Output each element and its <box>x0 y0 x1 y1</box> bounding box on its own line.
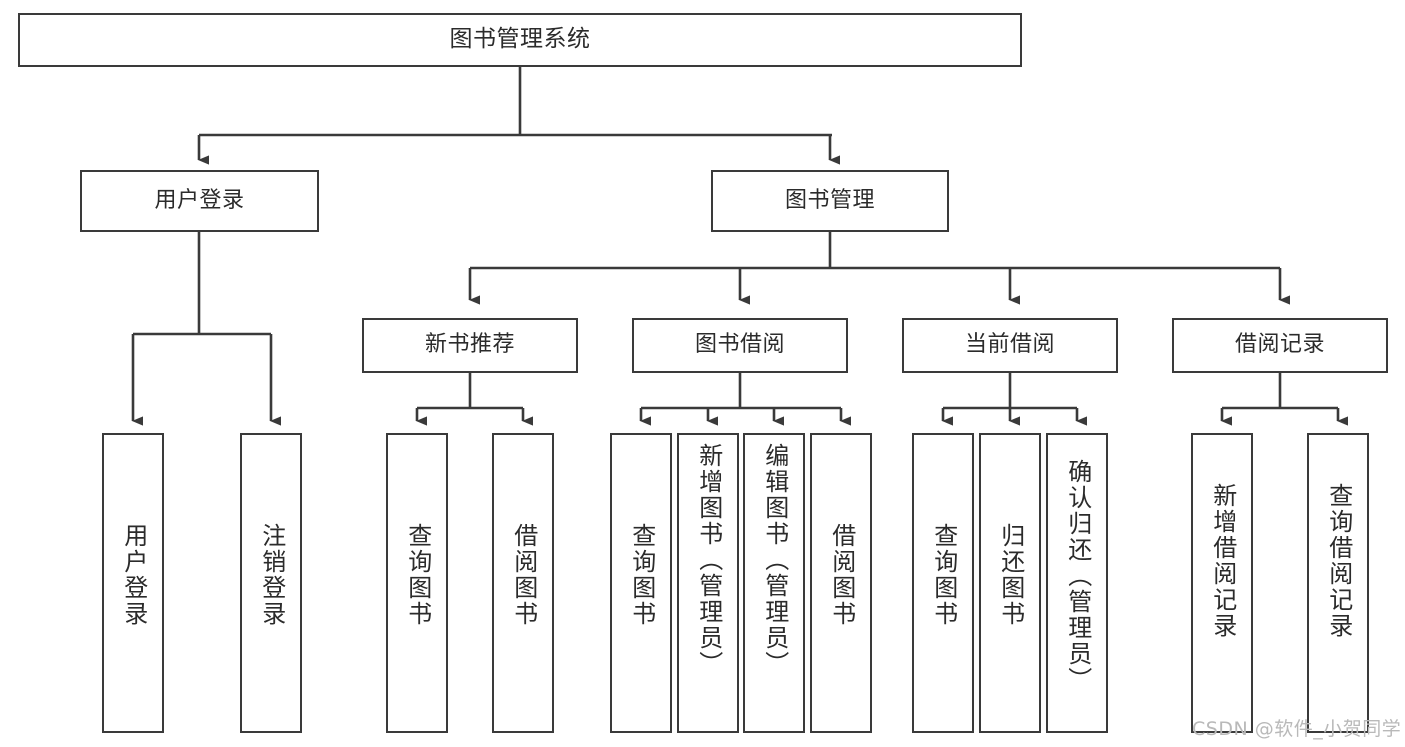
node-label: 用户登录 <box>119 523 148 627</box>
node-label: 新增图书（管理员） <box>694 443 723 677</box>
leaf-borrow-book-2[interactable]: 借阅图书 <box>810 433 872 733</box>
leaf-query-book-2[interactable]: 查询图书 <box>610 433 672 733</box>
node-label: 图书管理系统 <box>449 26 591 53</box>
leaf-add-book[interactable]: 新增图书（管理员） <box>677 433 739 733</box>
node-root-system[interactable]: 图书管理系统 <box>18 13 1022 67</box>
node-user-login[interactable]: 用户登录 <box>80 170 319 232</box>
node-current-borrow[interactable]: 当前借阅 <box>902 318 1118 373</box>
node-label: 借阅记录 <box>1234 332 1325 358</box>
node-label: 查询图书 <box>403 523 432 627</box>
leaf-borrow-book-1[interactable]: 借阅图书 <box>492 433 554 733</box>
node-label: 查询图书 <box>627 523 656 627</box>
leaf-query-book-3[interactable]: 查询图书 <box>912 433 974 733</box>
node-book-manage[interactable]: 图书管理 <box>711 170 949 232</box>
node-label: 图书管理 <box>784 187 875 213</box>
node-label: 归还图书 <box>996 523 1025 627</box>
node-label: 新书推荐 <box>424 332 515 358</box>
node-label: 查询图书 <box>929 523 958 627</box>
node-book-borrow[interactable]: 图书借阅 <box>632 318 848 373</box>
csdn-watermark: CSDN @软件_小贺同学 <box>1192 718 1402 740</box>
node-label: 确认归还（管理员） <box>1063 459 1092 693</box>
leaf-query-book-1[interactable]: 查询图书 <box>386 433 448 733</box>
node-label: 借阅图书 <box>509 523 538 627</box>
node-label: 新增借阅记录 <box>1208 483 1237 639</box>
node-label: 注销登录 <box>257 523 286 627</box>
leaf-add-record[interactable]: 新增借阅记录 <box>1191 433 1253 733</box>
node-label: 用户登录 <box>154 187 245 213</box>
leaf-user-login[interactable]: 用户登录 <box>102 433 164 733</box>
leaf-query-record[interactable]: 查询借阅记录 <box>1307 433 1369 733</box>
node-label: 图书借阅 <box>694 332 785 358</box>
leaf-confirm-return[interactable]: 确认归还（管理员） <box>1046 433 1108 733</box>
node-borrow-record[interactable]: 借阅记录 <box>1172 318 1388 373</box>
node-label: 查询借阅记录 <box>1324 483 1353 639</box>
leaf-return-book[interactable]: 归还图书 <box>979 433 1041 733</box>
node-label: 借阅图书 <box>827 523 856 627</box>
leaf-edit-book[interactable]: 编辑图书（管理员） <box>743 433 805 733</box>
node-new-book-recommend[interactable]: 新书推荐 <box>362 318 578 373</box>
node-label: 编辑图书（管理员） <box>760 443 789 677</box>
node-label: 当前借阅 <box>964 332 1055 358</box>
leaf-user-logout[interactable]: 注销登录 <box>240 433 302 733</box>
